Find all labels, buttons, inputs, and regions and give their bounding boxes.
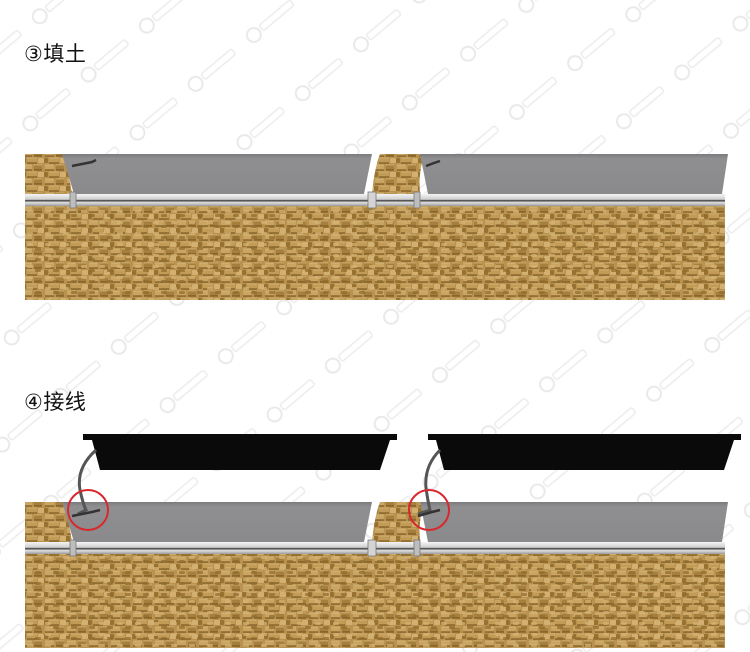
pipe-joint-2	[367, 539, 377, 557]
fixture-housing-1	[62, 502, 372, 542]
step-title-wiring: ④接线	[24, 390, 87, 414]
cable-1	[71, 158, 97, 168]
soil-backfill-middle	[372, 154, 425, 194]
lamp-cable-1	[77, 448, 98, 516]
backfill-scene-svg	[25, 154, 728, 300]
red-circle-callout-icon	[67, 489, 109, 531]
wiring-diagram	[0, 430, 750, 652]
fixture-housing-2	[420, 154, 728, 194]
lamp-cable-2	[417, 448, 442, 516]
cable-1	[71, 508, 101, 518]
lamp-body-2	[428, 434, 741, 470]
lamp-body-1	[83, 434, 397, 470]
fixture-housing-1	[62, 154, 372, 194]
pipe-joint-3	[413, 191, 421, 209]
fixture-housing-2	[420, 502, 728, 542]
soil-backfill-left	[25, 502, 72, 542]
red-circle-callout-icon	[408, 489, 450, 531]
soil-backfill-middle	[372, 502, 425, 542]
pipe-joint-3	[413, 539, 421, 557]
step-title-backfill: ③填土	[24, 42, 87, 66]
pipe-joint-1	[69, 191, 77, 209]
pipe-joint-1	[69, 539, 77, 557]
cable-2	[417, 508, 441, 518]
soil-backfill-left	[25, 154, 72, 194]
pipe-joint-2	[367, 191, 377, 209]
wiring-scene-svg	[25, 434, 741, 648]
backfill-diagram	[0, 150, 750, 305]
cable-2	[425, 159, 441, 168]
